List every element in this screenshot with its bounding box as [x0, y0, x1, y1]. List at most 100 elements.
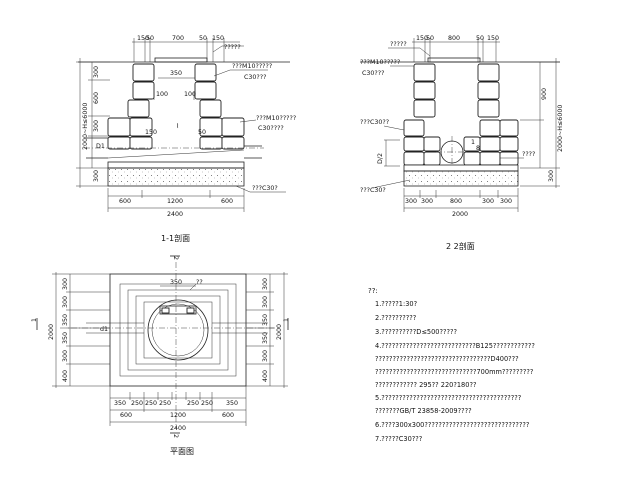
- section-2-2: 150 50 800 50 150 ?????: [360, 35, 564, 251]
- concrete-base-2: [403, 170, 519, 187]
- plan-side-mark-right: 1: [283, 318, 290, 322]
- plan-right-dim-3: 350: [262, 332, 269, 344]
- dim-1-1-left-2: 300: [93, 120, 100, 132]
- plan-bottom-r1-2: 250: [145, 400, 157, 407]
- plan-bottom-r1-3: 250: [159, 400, 171, 407]
- note-3: 3.??????????D≤500?????: [375, 328, 457, 336]
- dim-2-2-bottom-1: 300: [421, 198, 433, 205]
- plan-side-mark-left: 1: [31, 318, 38, 322]
- plan-left-dim-2: 350: [62, 314, 69, 326]
- dim-2-2-right-total: 2000~H≤6000: [557, 105, 564, 152]
- label-1-1-m10: ???M10?????: [232, 63, 272, 70]
- note-1: 1.?????1:30?: [375, 300, 418, 308]
- label-2-2-side: ????: [522, 151, 535, 158]
- note-4d: ???????????? 295?? 220?180??: [375, 381, 477, 389]
- plan-manhole: [147, 299, 209, 361]
- label-2-2-cover: ?????: [390, 41, 407, 48]
- section-1-1-title: 1-1剖面: [161, 233, 190, 243]
- section-2-2-title: 2 2剖面: [446, 241, 475, 251]
- plan-left-dim-3: 350: [62, 332, 69, 344]
- label-1-1-base: ???C30?: [252, 185, 278, 192]
- dim-1-1-total: 2400: [167, 211, 183, 218]
- note-4: 4.???????????????????????????B125???????…: [375, 342, 535, 350]
- label-2-2-c30b: ???C30??: [360, 119, 389, 126]
- dim-1-1-inner-4: 50: [198, 129, 206, 136]
- section-2-2-bottom-dims: 300 300 800 300 300 2000: [403, 188, 519, 218]
- dim-2-2-right-0: 900: [541, 88, 548, 100]
- plan-top-dim-0: 350: [170, 279, 182, 286]
- manhole-cover: [154, 57, 208, 63]
- plan-section-mark-bottom: 2: [172, 434, 179, 438]
- section-2-2-top-dims: 150 50 800 50 150: [412, 35, 500, 62]
- section-1-1-top-dims: 150 50 700 50 150: [132, 35, 240, 62]
- base-slab-2: [403, 164, 519, 172]
- dim-1-1-top-2: 700: [172, 35, 184, 42]
- plan-left-total: 2000: [48, 324, 55, 340]
- note-5b: ???????GB/T 23858-2009????: [375, 407, 472, 415]
- dim-1-1-top-4: 150: [212, 35, 224, 42]
- note-6: 6.????300x300???????????????????????????…: [375, 421, 530, 429]
- plan-left-dim-1: 300: [62, 296, 69, 308]
- plan-right-dim-0: 300: [262, 278, 269, 290]
- dim-1-1-top-0: 150: [137, 35, 149, 42]
- plan-title: 平面图: [170, 447, 194, 456]
- dim-2-2-top-0: 150: [416, 35, 428, 42]
- dim-2-2-top-1: 50: [426, 35, 434, 42]
- dim-2-2-bottom-0: 300: [405, 198, 417, 205]
- notes-heading: ??:: [368, 287, 378, 295]
- note-5: 5.??????????????????????????????????????…: [375, 394, 522, 402]
- plan-bottom-total: 2400: [170, 425, 186, 432]
- label-1-1-cover: ?????: [224, 44, 241, 51]
- plan-left-dim-4: 300: [62, 350, 69, 362]
- label-2-2-c30: C30???: [362, 70, 384, 77]
- plan-bottom-r1-0: 350: [114, 400, 126, 407]
- left-brick-column-2: [403, 63, 441, 166]
- dim-2-2-top-4: 150: [487, 35, 499, 42]
- dim-2-2-bottom-2: 800: [450, 198, 462, 205]
- dim-1-1-left-0: 300: [93, 66, 100, 78]
- section-2-2-right-dims: 900 300 2000~H≤6000: [520, 58, 564, 188]
- manhole-cover-2: [427, 57, 481, 63]
- pipe-label-1-1: D1: [96, 143, 105, 150]
- plan-bottom-dims: 350 250 250 250 250 250 350 600 1200 600…: [109, 386, 247, 432]
- plan-bottom-r2-2: 600: [222, 412, 234, 419]
- plan-right-dims: 300 300 350 350 300 400 2000: [246, 272, 288, 388]
- note-4b: ?????????????????????????????????D400???: [375, 355, 519, 363]
- dim-1-1-bottom-0: 600: [119, 198, 131, 205]
- notes: ??: 1.?????1:30? 2.?????????? 3.????????…: [368, 287, 535, 443]
- plan-bottom-r1-1: 250: [131, 400, 143, 407]
- plan-left-dim-0: 300: [62, 278, 69, 290]
- dim-1-1-inner-2: 100: [184, 91, 196, 98]
- label-2-2-m10: ???M10?????: [360, 59, 400, 66]
- base-slab: [107, 161, 245, 169]
- plan-section-mark-top: 2: [172, 256, 179, 260]
- plan-right-dim-4: 300: [262, 350, 269, 362]
- plan-right-dim-2: 350: [262, 314, 269, 326]
- dim-1-1-inner-0: 350: [170, 70, 182, 77]
- label-2-2-inner-2: 8: [476, 145, 480, 152]
- label-1-1-c30: C30???: [244, 74, 266, 81]
- plan-right-dim-5: 400: [262, 370, 269, 382]
- section-1-1-bottom-dims: 600 1200 600 2400: [107, 188, 245, 218]
- dim-2-2-bottom-4: 300: [500, 198, 512, 205]
- section-1-1-left-dims: 300 600 300 300 2000~H≤6000: [76, 58, 110, 188]
- label-2-2-base: ???C30?: [360, 187, 386, 194]
- dim-1-1-left-1: 600: [93, 92, 100, 104]
- dim-1-1-inner-3: 150: [145, 129, 157, 136]
- dim-1-1-top-3: 50: [199, 35, 207, 42]
- label-1-1-c30b: C30????: [258, 125, 284, 132]
- plan-bottom-r1-4: 250: [187, 400, 199, 407]
- plan-pipe-label: d1: [100, 326, 108, 333]
- dim-1-1-left-total: 2000~H≤6000: [82, 103, 89, 150]
- plan-top-dim-1: ??: [196, 279, 203, 286]
- section-1-1: 150 50 700 50 150 ?????: [76, 35, 296, 243]
- plan-outer: [109, 273, 247, 387]
- dim-1-1-inner-1: 100: [156, 91, 168, 98]
- break-mark: ⌇: [176, 123, 179, 130]
- note-7: 7.?????C30???: [375, 435, 423, 443]
- label-2-2-inner-1: 1: [471, 139, 475, 146]
- plan-bottom-r1-5: 250: [201, 400, 213, 407]
- dim-2-2-top-2: 800: [448, 35, 460, 42]
- right-brick-column: [194, 63, 245, 150]
